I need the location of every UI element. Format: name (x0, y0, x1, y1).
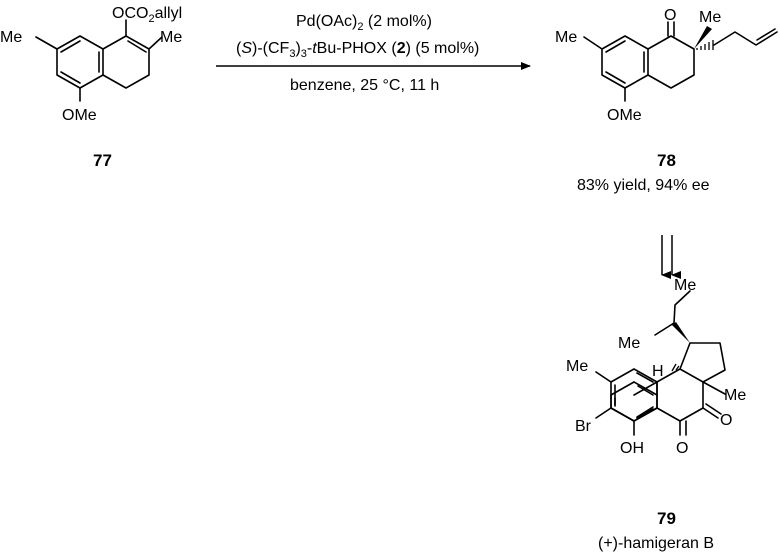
condition-catalyst: Pd(OAc)2 (2 mol%) (296, 13, 432, 33)
compound-number-79: 79 (657, 509, 676, 528)
compound-79-structure (595, 290, 726, 436)
c77-carbonate: OCO2allyl (112, 5, 182, 25)
compound-number-77: 77 (93, 151, 112, 170)
c78-ome: OMe (607, 107, 642, 124)
compound-77-structure (35, 19, 163, 102)
c79-oh: OH (620, 440, 644, 457)
c79-br: Br (575, 418, 592, 435)
c79-me-iso: Me (618, 335, 640, 352)
condition-ligand: (S)-(CF3)3-tBu-PHOX (2) (5 mol%) (236, 40, 479, 60)
c77-ome: OMe (62, 107, 97, 124)
c79-me-quat: Me (724, 387, 746, 404)
compound-number-78: 78 (657, 151, 676, 170)
c77-me-left: Me (0, 29, 22, 46)
compound-78-structure (583, 21, 778, 102)
condition-solvent-temp-time: benzene, 25 °C, 11 h (290, 77, 439, 94)
c79-name: (+)-hamigeran B (598, 535, 714, 552)
c78-me-ring: Me (555, 29, 577, 46)
c77-me-right: Me (160, 29, 182, 46)
c78-me-quat: Me (699, 9, 721, 26)
c79-o2: O (720, 412, 732, 429)
c78-yield-ee: 83% yield, 94% ee (577, 177, 710, 194)
c79-me-top: Me (674, 277, 696, 294)
c79-h: H (652, 363, 664, 380)
c79-me-ring: Me (566, 358, 588, 375)
c79-o1: O (676, 440, 688, 457)
c78-ketone-o: O (664, 7, 676, 24)
